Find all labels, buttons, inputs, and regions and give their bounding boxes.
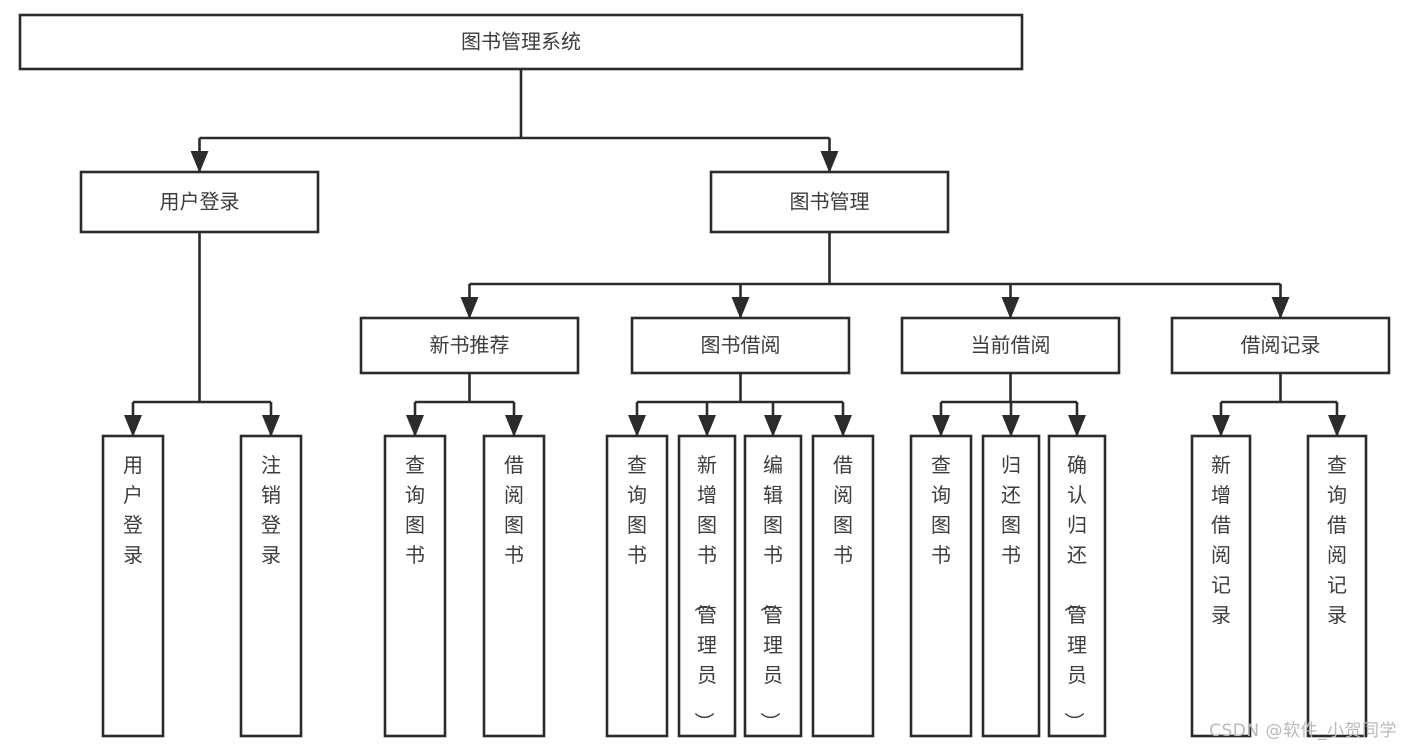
node-label: 当前借阅 <box>971 333 1051 357</box>
node-leaf-add-book[interactable]: 新增图书（管理员） <box>677 434 737 738</box>
node-label: 图书借阅 <box>701 333 781 357</box>
node-box <box>1306 434 1368 738</box>
node-leaf-logout[interactable]: 注销登录 <box>239 434 303 738</box>
arrow-head-icon <box>262 415 280 437</box>
node-label: 图书管理系统 <box>461 30 581 54</box>
node-label: 归还图书 <box>1001 453 1021 567</box>
node-box <box>239 434 303 738</box>
node-label: 用户登录 <box>123 453 143 567</box>
node-box <box>981 434 1041 738</box>
node-leaf-query-record[interactable]: 查询借阅记录 <box>1306 434 1368 738</box>
node-box <box>909 434 973 738</box>
node-label: 新增图书（管理员） <box>692 453 717 732</box>
arrow-head-icon <box>1068 415 1086 437</box>
arrow-head-icon <box>834 415 852 437</box>
arrow-head-icon <box>1001 297 1020 319</box>
node-label: 借阅图书 <box>833 453 853 567</box>
node-label: 新增借阅记录 <box>1211 453 1231 627</box>
arrow-head-icon <box>932 415 950 437</box>
node-box <box>79 170 320 234</box>
node-leaf-query-book-3[interactable]: 查询图书 <box>909 434 973 738</box>
node-box <box>18 13 1024 71</box>
node-book-manage[interactable]: 图书管理 <box>709 170 950 234</box>
node-book-borrow[interactable]: 图书借阅 <box>630 316 851 375</box>
arrow-head-icon <box>1212 415 1230 437</box>
node-box <box>482 434 546 738</box>
arrow-head-icon <box>628 415 646 437</box>
node-label: 查询借阅记录 <box>1327 453 1347 627</box>
node-leaf-borrow-book-2[interactable]: 借阅图书 <box>811 434 875 738</box>
node-label: 编辑图书（管理员） <box>758 453 783 732</box>
node-box <box>101 434 165 738</box>
arrow-head-icon <box>406 415 424 437</box>
node-leaf-return-book[interactable]: 归还图书 <box>981 434 1041 738</box>
arrow-head-icon <box>698 415 716 437</box>
node-box <box>1190 434 1252 738</box>
node-leaf-edit-book[interactable]: 编辑图书（管理员） <box>743 434 803 738</box>
node-label: 新书推荐 <box>430 333 510 357</box>
node-label: 用户登录 <box>160 190 240 214</box>
node-box <box>383 434 447 738</box>
node-box <box>709 170 950 234</box>
node-leaf-user-login[interactable]: 用户登录 <box>101 434 165 738</box>
node-current-borrow[interactable]: 当前借阅 <box>900 316 1121 375</box>
node-user-login[interactable]: 用户登录 <box>79 170 320 234</box>
node-label: 注销登录 <box>261 453 281 567</box>
node-box <box>811 434 875 738</box>
node-label: 查询图书 <box>931 453 951 567</box>
arrow-head-icon <box>764 415 782 437</box>
node-layer: 图书管理系统用户登录图书管理新书推荐图书借阅当前借阅借阅记录用户登录注销登录查询… <box>18 13 1391 738</box>
node-label: 查询图书 <box>627 453 647 567</box>
node-label: 图书管理 <box>790 190 870 214</box>
arrow-head-icon <box>505 415 523 437</box>
arrow-head-icon <box>731 297 750 319</box>
arrow-head-icon <box>460 297 479 319</box>
arrow-head-icon <box>1002 415 1020 437</box>
node-borrow-record[interactable]: 借阅记录 <box>1170 316 1391 375</box>
arrow-head-icon <box>190 151 209 173</box>
arrow-head-icon <box>124 415 142 437</box>
node-box <box>359 316 580 375</box>
node-box <box>900 316 1121 375</box>
node-box <box>1047 434 1107 738</box>
node-leaf-query-book-1[interactable]: 查询图书 <box>383 434 447 738</box>
arrow-head-icon <box>1271 297 1290 319</box>
node-box <box>1170 316 1391 375</box>
arrow-head-icon <box>1328 415 1346 437</box>
node-label: 查询图书 <box>405 453 425 567</box>
arrow-head-icon <box>820 151 839 173</box>
node-root[interactable]: 图书管理系统 <box>18 13 1024 71</box>
node-box <box>605 434 669 738</box>
node-label: 确认归还（管理员） <box>1062 453 1087 732</box>
node-box <box>743 434 803 738</box>
node-box <box>677 434 737 738</box>
node-label: 借阅记录 <box>1241 333 1321 357</box>
node-label: 借阅图书 <box>504 453 524 567</box>
node-new-book-rec[interactable]: 新书推荐 <box>359 316 580 375</box>
node-box <box>630 316 851 375</box>
node-leaf-add-record[interactable]: 新增借阅记录 <box>1190 434 1252 738</box>
connector-layer <box>124 69 1346 437</box>
node-leaf-confirm-return[interactable]: 确认归还（管理员） <box>1047 434 1107 738</box>
node-leaf-query-book-2[interactable]: 查询图书 <box>605 434 669 738</box>
node-leaf-borrow-book-1[interactable]: 借阅图书 <box>482 434 546 738</box>
